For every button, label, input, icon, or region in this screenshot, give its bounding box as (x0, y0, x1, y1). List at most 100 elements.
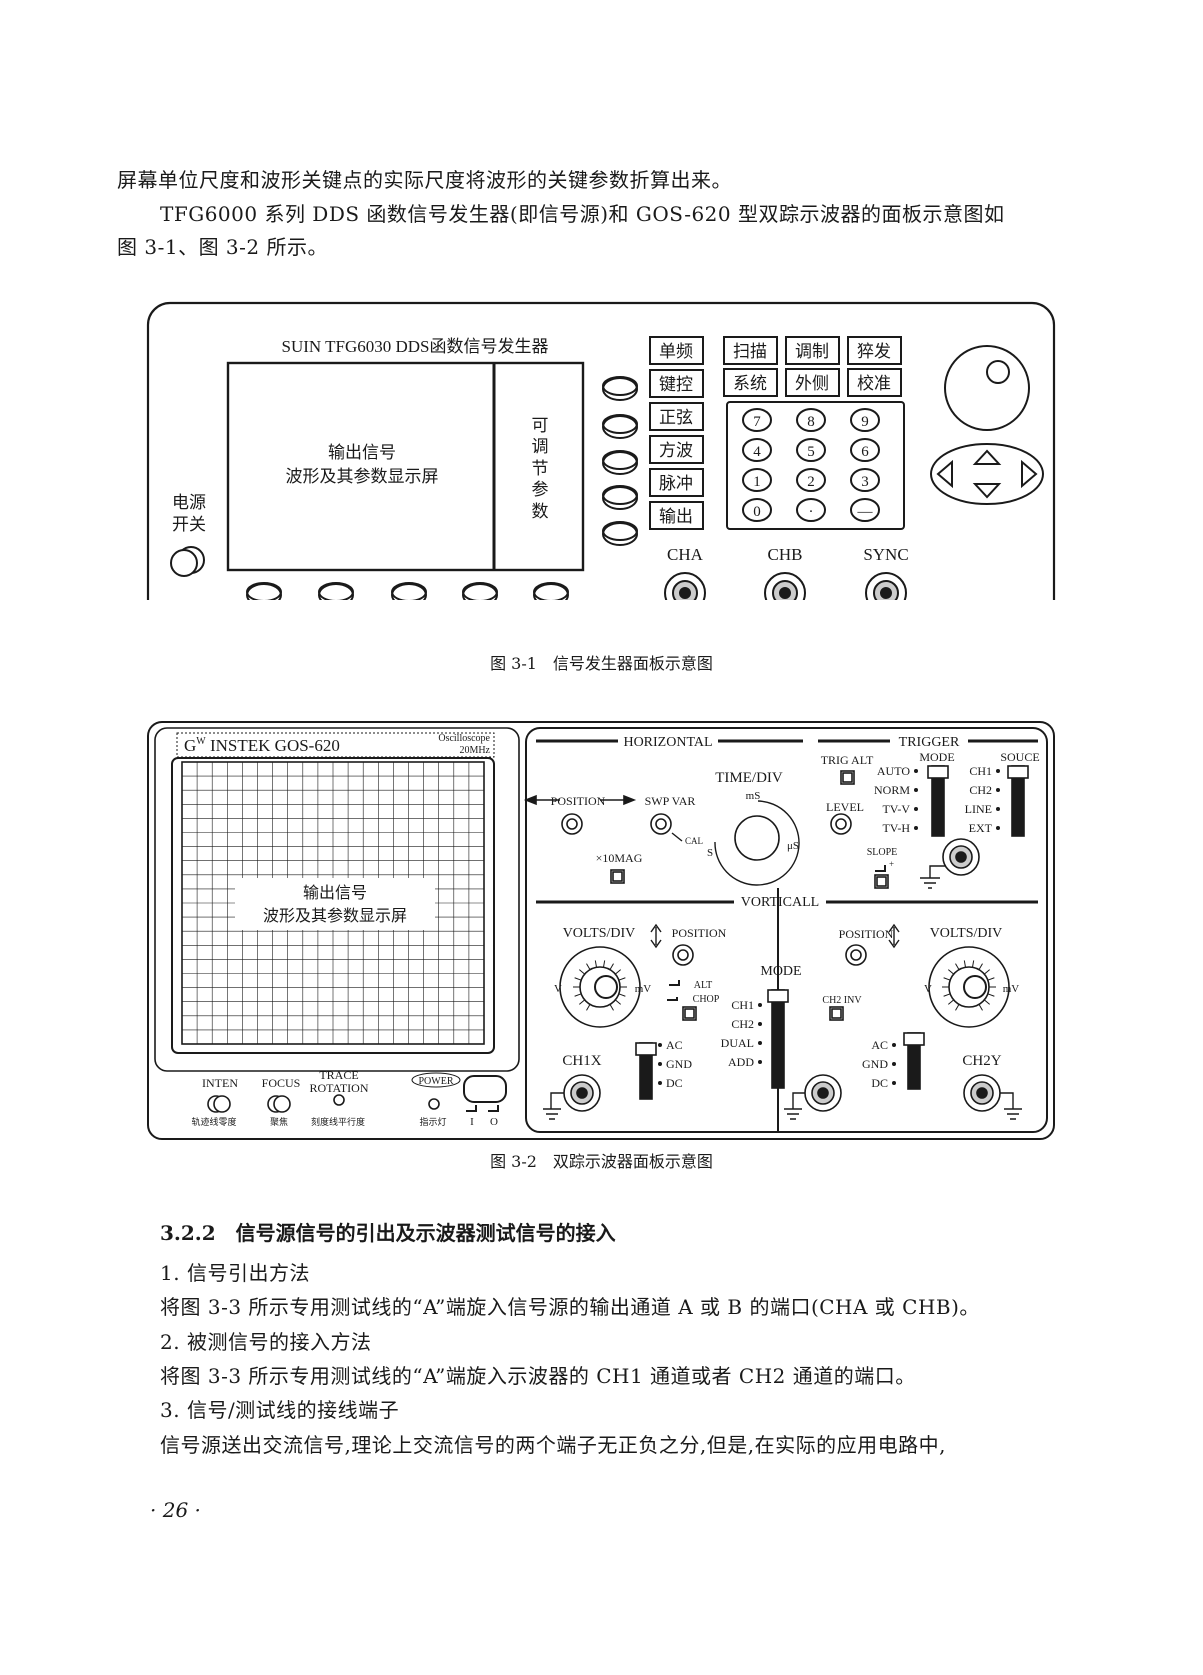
bnc-ext[interactable] (942, 838, 980, 876)
mode-key-label: 调制 (795, 342, 829, 361)
slope-button[interactable] (874, 874, 889, 889)
h-position-knob[interactable] (561, 813, 583, 835)
signal-generator-panel: SUIN TFG6030 DDS函数信号发生器 输出信号 波形及其参数显示屏 可… (146, 301, 1056, 600)
keypad-key-label: — (857, 504, 874, 520)
bnc-cha[interactable] (664, 572, 706, 600)
trig-mode-slider[interactable] (927, 765, 949, 779)
selector-dot (658, 1081, 662, 1085)
bnc-chb[interactable] (764, 572, 806, 600)
bnc-ch2[interactable] (963, 1074, 1001, 1112)
bnc-ground-center[interactable] (804, 1074, 842, 1112)
mode-key[interactable] (723, 336, 778, 365)
focus-knob[interactable] (267, 1095, 291, 1113)
keypad-key[interactable] (742, 498, 772, 522)
trace-cn: 刻度线平行度 (311, 1116, 365, 1127)
param-char-5: 数 (532, 502, 549, 521)
mode-key[interactable] (785, 336, 840, 365)
keypad-key[interactable] (742, 408, 772, 432)
time-div-knob[interactable] (714, 800, 800, 886)
rotary-knob[interactable] (944, 345, 1030, 431)
vert-mode-slider[interactable] (767, 989, 789, 1003)
bnc-ch1[interactable] (563, 1074, 601, 1112)
selector-dot (758, 1060, 762, 1064)
func-key-label: 单频 (659, 342, 693, 361)
func-key-label: 键控 (659, 375, 693, 394)
keypad-key[interactable] (742, 438, 772, 462)
keypad-key[interactable] (796, 408, 826, 432)
keypad-key[interactable] (850, 438, 880, 462)
selector-dot (914, 826, 918, 830)
param-char-1: 可 (532, 416, 549, 435)
inten-knob[interactable] (207, 1095, 231, 1113)
soft-keys-bottom[interactable] (246, 582, 569, 600)
power-switch[interactable] (463, 1075, 507, 1103)
ch2-inv-button[interactable] (829, 1006, 844, 1021)
selector-option: DC (666, 1076, 683, 1090)
trig-mode-label: MODE (919, 750, 954, 764)
focus-label: FOCUS (262, 1076, 301, 1090)
trace-rotation-knob[interactable] (333, 1094, 345, 1106)
keypad-key[interactable] (850, 408, 880, 432)
keypad-key[interactable] (850, 468, 880, 492)
osc-label: Oscilloscope (438, 733, 490, 744)
ch2-coupling-slider[interactable] (903, 1032, 925, 1046)
selector-option: GND (862, 1057, 888, 1071)
func-key[interactable] (649, 402, 704, 431)
v-position-2-knob[interactable] (845, 944, 867, 966)
mode-key[interactable] (785, 368, 840, 397)
keypad-key-label: 6 (861, 444, 869, 460)
selector-option: NORM (874, 783, 910, 797)
func-key[interactable] (649, 435, 704, 464)
selector-dot (892, 1043, 896, 1047)
selector-dot (658, 1062, 662, 1066)
body-line-1: 屏幕单位尺度和波形关键点的实际尺度将波形的关键参数折算出来。 (117, 168, 732, 192)
arrow-keys[interactable] (930, 443, 1044, 505)
scope-brand: GW INSTEK GOS-620 (184, 736, 340, 755)
mode-key[interactable] (847, 368, 902, 397)
func-key[interactable] (649, 501, 704, 530)
trig-source-slider[interactable] (1007, 765, 1029, 779)
func-key[interactable] (649, 369, 704, 398)
power-switch[interactable] (170, 546, 205, 577)
mode-key[interactable] (723, 368, 778, 397)
mode-key-label: 外侧 (795, 374, 829, 393)
func-key[interactable] (649, 468, 704, 497)
selector-dot (758, 1022, 762, 1026)
selector-option: AC (666, 1038, 683, 1052)
keypad-key[interactable] (850, 498, 880, 522)
level-knob[interactable] (830, 813, 852, 835)
volts-div-ch1-dial[interactable] (559, 946, 641, 1028)
keypad-key-label: 0 (753, 504, 761, 520)
alt-chop-button[interactable] (682, 1006, 697, 1021)
bnc-sync[interactable] (865, 572, 907, 600)
soft-keys-side[interactable] (602, 376, 638, 546)
selector-dot (996, 826, 1000, 830)
keypad-key[interactable] (742, 468, 772, 492)
swp-var-knob[interactable] (650, 813, 672, 835)
mag-button[interactable] (610, 869, 625, 884)
selector-dot (996, 769, 1000, 773)
keypad-key[interactable] (796, 438, 826, 462)
keypad-key-label: 1 (753, 474, 761, 490)
list-item-3: 3. 信号/测试线的接线端子 (160, 1398, 400, 1422)
keypad-key-label: 7 (753, 414, 761, 430)
mag-label: ×10MAG (596, 851, 643, 865)
horizontal-header: HORIZONTAL (623, 735, 712, 750)
keypad-key[interactable] (796, 468, 826, 492)
time-div-label: TIME/DIV (715, 770, 783, 786)
func-key[interactable] (649, 336, 704, 365)
selector-option: AC (871, 1038, 888, 1052)
trig-alt-button[interactable] (840, 770, 855, 785)
v-position-1-knob[interactable] (672, 944, 694, 966)
keypad-key[interactable] (796, 498, 826, 522)
mode-keys[interactable]: 扫描调制猝发系统外侧校准 (723, 336, 902, 397)
ch1-coupling-slider[interactable] (635, 1042, 657, 1056)
selector-option: LINE (965, 802, 992, 816)
selector-option: GND (666, 1057, 692, 1071)
power-label-1: 电源 (172, 493, 206, 512)
mode-key[interactable] (847, 336, 902, 365)
volts-div-ch2-dial[interactable] (928, 946, 1010, 1028)
port-label-cha: CHA (667, 545, 704, 564)
